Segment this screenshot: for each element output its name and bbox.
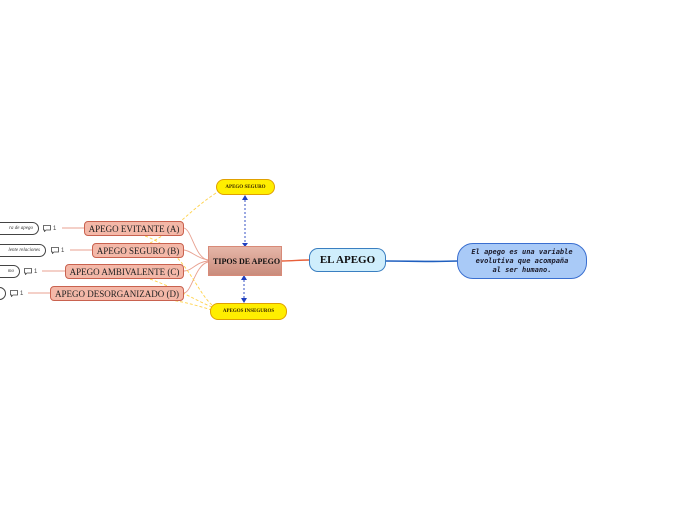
comment-count: 1 — [53, 225, 57, 232]
category-label: APEGO SEGURO (B) — [96, 245, 180, 256]
category-label: APEGO DESORGANIZADO (D) — [55, 288, 179, 299]
arrow-tipos-bottom — [241, 275, 247, 280]
comment-icon — [10, 290, 18, 297]
rel-inseguros-d — [169, 299, 213, 311]
comment-count: 1 — [61, 247, 65, 254]
apego-seguro-floating-topic[interactable]: APEGO SEGURO — [216, 179, 275, 195]
leaf-topic-c[interactable]: mo — [0, 265, 20, 278]
rel-inseguros-a — [144, 235, 213, 306]
tipos-de-apego-label: TIPOS DE APEGO — [213, 256, 281, 266]
link-central-tipos — [281, 259, 310, 262]
link-tipos-b — [183, 249, 209, 261]
leaf-text: mo — [7, 269, 14, 274]
comment-count: 1 — [20, 290, 24, 297]
link-tipos-a — [183, 227, 209, 261]
apegos-inseguros-label: APEGOS INSEGUROS — [222, 309, 275, 314]
rel-inseguros-c — [149, 278, 213, 308]
tipos-de-apego-topic[interactable]: TIPOS DE APEGO — [208, 246, 282, 276]
comment-indicator-c[interactable]: 1 — [24, 268, 37, 275]
comment-icon — [51, 247, 59, 254]
category-apego-seguro[interactable]: APEGO SEGURO (B) — [92, 243, 184, 258]
central-topic[interactable]: EL APEGO — [309, 248, 386, 272]
arrow-down-tipos — [242, 243, 248, 247]
leaf-topic-a[interactable]: ra de apego — [0, 222, 39, 235]
arrow-up — [242, 195, 248, 200]
category-label: APEGO EVITANTE (A) — [88, 223, 180, 234]
link-tipos-c — [183, 260, 209, 272]
arrow-inseguros — [241, 298, 247, 303]
comment-indicator-b[interactable]: 1 — [51, 247, 64, 254]
note-callout[interactable]: El apego es una variable evolutiva que a… — [457, 243, 587, 279]
link-tipos-d — [183, 261, 209, 294]
apego-seguro-floating-label: APEGO SEGURO — [225, 184, 266, 190]
category-apego-desorganizado[interactable]: APEGO DESORGANIZADO (D) — [50, 286, 184, 301]
rel-seguro-b — [149, 192, 217, 244]
category-label: APEGO AMBIVALENTE (C) — [69, 266, 180, 277]
comment-indicator-a[interactable]: 1 — [43, 225, 56, 232]
apegos-inseguros-floating-topic[interactable]: APEGOS INSEGUROS — [210, 303, 287, 320]
leaf-topic-b[interactable]: lente relaciones — [0, 244, 46, 257]
comment-indicator-d[interactable]: 1 — [10, 290, 23, 297]
leaf-text: ra de apego — [9, 226, 33, 231]
note-text: El apego es una variable evolutiva que a… — [471, 247, 573, 274]
category-apego-ambivalente[interactable]: APEGO AMBIVALENTE (C) — [65, 264, 184, 279]
comment-icon — [43, 225, 51, 232]
comment-count: 1 — [34, 268, 38, 275]
comment-icon — [24, 268, 32, 275]
central-topic-label: EL APEGO — [319, 254, 376, 266]
leaf-text: lente relaciones — [8, 248, 40, 253]
category-apego-evitante[interactable]: APEGO EVITANTE (A) — [84, 221, 184, 236]
